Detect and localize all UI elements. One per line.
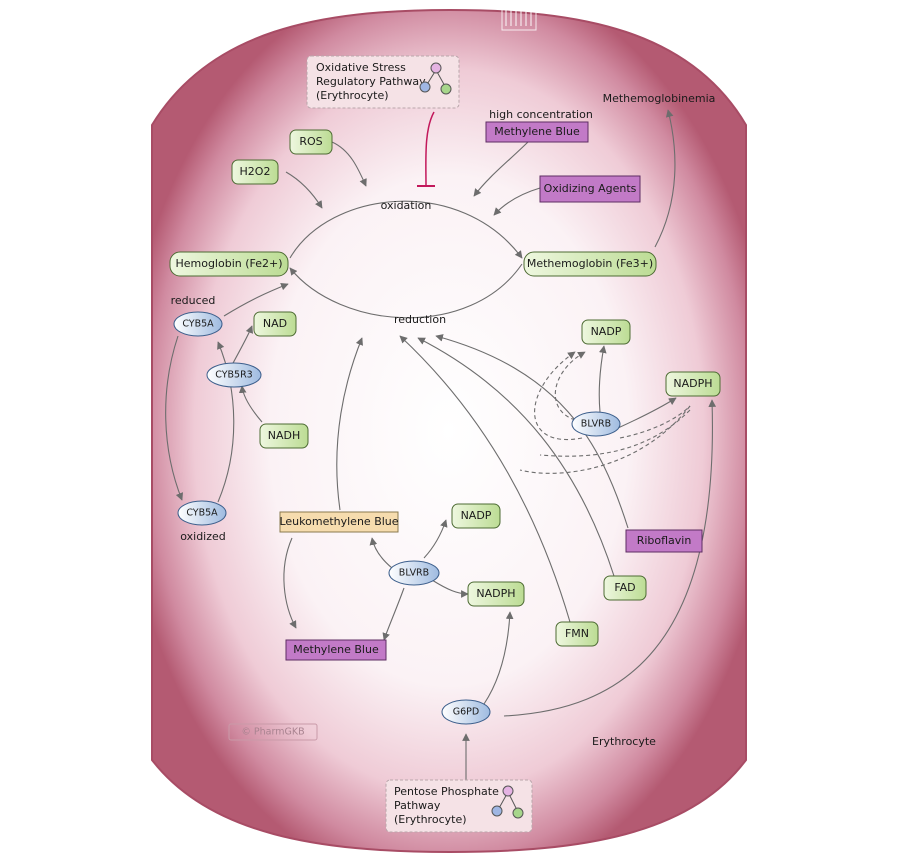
svg-text:Methemoglobin (Fe3+): Methemoglobin (Fe3+)	[527, 257, 653, 270]
svg-text:NADH: NADH	[268, 429, 301, 442]
reduction-label: reduction	[394, 313, 446, 326]
fmn-node[interactable]: FMN	[555, 621, 599, 647]
methylene-blue-bottom-node[interactable]: Methylene Blue	[285, 639, 387, 661]
blvrb-right-gene[interactable]: BLVRB	[571, 411, 621, 437]
blvrb-center-gene[interactable]: BLVRB	[388, 560, 440, 586]
svg-text:BLVRB: BLVRB	[399, 568, 429, 579]
svg-text:FAD: FAD	[614, 581, 635, 594]
svg-text:NADP: NADP	[461, 509, 492, 522]
nad-node[interactable]: NAD	[253, 311, 297, 337]
svg-text:ROS: ROS	[299, 135, 322, 148]
svg-text:NAD: NAD	[263, 317, 287, 330]
svg-text:FMN: FMN	[565, 627, 589, 640]
membrane-icon	[501, 5, 537, 31]
cyb5a-oxidized-gene[interactable]: CYB5A	[177, 500, 227, 526]
svg-text:G6PD: G6PD	[453, 707, 479, 718]
svg-text:CYB5A: CYB5A	[186, 508, 218, 519]
pentose-line-2: Pathway	[394, 799, 441, 812]
methemoglobinemia-label: Methemoglobinemia	[603, 92, 716, 105]
svg-text:Hemoglobin (Fe2+): Hemoglobin (Fe2+)	[175, 257, 282, 270]
svg-text:CYB5A: CYB5A	[182, 319, 214, 330]
copyright-badge: © PharmGKB	[228, 723, 318, 741]
fad-node[interactable]: FAD	[603, 575, 647, 601]
oxidized-label: oxidized	[180, 530, 226, 543]
svg-text:Riboflavin: Riboflavin	[637, 534, 692, 547]
oxidizing-agents-node[interactable]: Oxidizing Agents	[539, 175, 641, 203]
pathway-network-icon	[419, 62, 452, 95]
cyb5a-reduced-gene[interactable]: CYB5A	[173, 311, 223, 337]
inhibition-line	[425, 111, 435, 187]
pentose-phosphate-pathway-link[interactable]: Pentose Phosphate Pathway (Erythrocyte)	[385, 779, 533, 833]
nadph-top-node[interactable]: NADPH	[665, 371, 721, 397]
ros-node[interactable]: ROS	[289, 129, 333, 155]
erythrocyte-label: Erythrocyte	[592, 735, 656, 748]
pentose-line-3: (Erythrocyte)	[394, 813, 467, 826]
methemoglobin-node[interactable]: Methemoglobin (Fe3+)	[523, 251, 657, 277]
oxidation-label: oxidation	[381, 199, 432, 212]
cyb5r3-gene[interactable]: CYB5R3	[206, 362, 262, 388]
svg-text:Methylene Blue: Methylene Blue	[293, 643, 379, 656]
svg-text:CYB5R3: CYB5R3	[215, 370, 252, 381]
svg-text:NADPH: NADPH	[673, 377, 712, 390]
nadp-mid-node[interactable]: NADP	[451, 503, 501, 529]
riboflavin-node[interactable]: Riboflavin	[625, 529, 703, 553]
pathway-network-icon	[491, 785, 524, 819]
oxidative-stress-line-2: Regulatory Pathway	[316, 75, 426, 88]
svg-text:H2O2: H2O2	[240, 165, 271, 178]
g6pd-gene[interactable]: G6PD	[441, 699, 491, 725]
reduced-label: reduced	[171, 294, 216, 307]
nadp-top-node[interactable]: NADP	[581, 319, 631, 345]
oxidative-stress-line-1: Oxidative Stress	[316, 61, 406, 74]
svg-text:Methylene Blue: Methylene Blue	[494, 125, 580, 138]
oxidative-stress-pathway-link[interactable]: Oxidative Stress Regulatory Pathway (Ery…	[306, 55, 460, 109]
oxidative-stress-line-3: (Erythrocyte)	[316, 89, 389, 102]
hemoglobin-node[interactable]: Hemoglobin (Fe2+)	[169, 251, 289, 277]
svg-text:NADPH: NADPH	[476, 587, 515, 600]
high-concentration-label: high concentration	[489, 108, 593, 121]
svg-text:Leukomethylene Blue: Leukomethylene Blue	[279, 515, 398, 528]
h2o2-node[interactable]: H2O2	[231, 159, 279, 185]
pentose-line-1: Pentose Phosphate	[394, 785, 499, 798]
methylene-blue-top-node[interactable]: Methylene Blue	[485, 121, 589, 143]
svg-text:© PharmGKB: © PharmGKB	[241, 727, 304, 738]
svg-text:NADP: NADP	[591, 325, 622, 338]
leukomethylene-blue-node[interactable]: Leukomethylene Blue	[279, 511, 399, 533]
svg-text:Oxidizing Agents: Oxidizing Agents	[544, 182, 637, 195]
nadph-mid-node[interactable]: NADPH	[467, 581, 525, 607]
svg-text:BLVRB: BLVRB	[581, 419, 611, 430]
nadh-node[interactable]: NADH	[259, 423, 309, 449]
